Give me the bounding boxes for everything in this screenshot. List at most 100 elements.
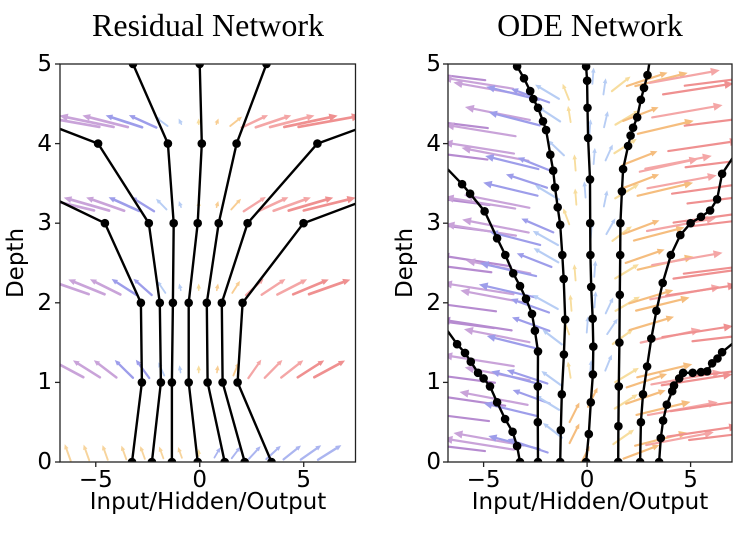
vector-field-arrow [448, 303, 498, 313]
vector-field-arrowhead [659, 71, 668, 78]
vector-field-arrowhead [488, 110, 498, 118]
vector-field-arrowhead [448, 194, 455, 203]
vector-field-arrow [492, 156, 540, 171]
vector-field-arrowhead [516, 252, 525, 259]
vector-field-arrowhead [419, 193, 428, 201]
evaluation-point-dot [217, 298, 227, 308]
vector-field-arrowhead [735, 266, 743, 274]
evaluation-point-dot [615, 250, 625, 260]
vector-field-arrowhead [627, 329, 633, 335]
vector-field-arrow [591, 71, 595, 85]
vector-field-arrow [299, 447, 318, 461]
vector-field-arrowhead [521, 218, 529, 224]
evaluation-point-dot [586, 282, 596, 292]
vector-field-arrow [471, 329, 531, 344]
vector-field-arrowhead [728, 423, 732, 432]
vector-field-arrowhead [214, 200, 220, 207]
vector-field-arrow [683, 118, 732, 127]
evaluation-point-dot [169, 218, 178, 228]
evaluation-point-dot [556, 425, 566, 435]
vector-field-arrowhead [102, 445, 107, 451]
evaluation-point-dot [583, 103, 592, 113]
evaluation-point-dot [515, 457, 525, 462]
vector-field-arrow [602, 82, 606, 96]
vector-field-arrow [268, 116, 309, 129]
vector-field-arrow [178, 450, 183, 459]
trajectory-line [60, 127, 163, 462]
vector-field-arrow [272, 198, 306, 213]
evaluation-point-dot [93, 139, 103, 148]
vector-field-arrow [69, 198, 111, 212]
evaluation-point-dot [589, 342, 598, 351]
vector-field-arrow [280, 362, 300, 379]
vector-field-arrow [254, 116, 287, 129]
vector-field-arrowhead [139, 446, 145, 452]
vector-field-arrow [545, 331, 563, 346]
evaluation-point-dot [586, 398, 596, 407]
vector-field-arrow [624, 250, 659, 265]
vector-field-arrow [282, 116, 331, 129]
evaluation-point-dot [500, 414, 510, 424]
vector-field-arrowhead [464, 104, 475, 113]
evaluation-point-dot [616, 218, 625, 228]
vector-field-arrowhead [602, 78, 608, 84]
trajectory-line [205, 64, 268, 462]
vector-field-arrowhead [418, 409, 427, 417]
vector-field-arrow [621, 152, 653, 167]
vector-field-arrowhead [710, 67, 720, 76]
vector-field-arrow [536, 296, 559, 311]
vector-field-arrow [60, 118, 101, 129]
evaluation-point-dot [203, 378, 212, 387]
vector-field-arrowhead [575, 402, 580, 409]
vector-field-arrow [604, 301, 613, 315]
trajectory-line [187, 64, 203, 462]
vector-field-arrow [563, 87, 570, 101]
vector-field-arrow [682, 266, 732, 275]
vector-field-arrowhead [722, 371, 732, 380]
vector-field-arrowhead [256, 359, 262, 366]
vector-field-arrow [568, 427, 579, 445]
vector-field-arrow [448, 319, 513, 332]
evaluation-point-dot [638, 390, 648, 399]
vector-field-arrow [550, 142, 565, 157]
vector-field-arrow [471, 195, 531, 209]
evaluation-point-dot [559, 274, 568, 284]
y-tick-label: 4 [426, 130, 441, 157]
vector-field-arrowhead [532, 230, 540, 237]
vector-field-arrowhead [255, 446, 261, 452]
vector-field-arrow [242, 198, 263, 213]
vector-field-arrow [60, 363, 85, 379]
vector-field-arrow [636, 183, 686, 197]
y-tick-label: 3 [426, 210, 441, 237]
vector-field-arrow [497, 372, 542, 386]
evaluation-point-dot [662, 400, 672, 410]
vector-field-arrowhead [562, 208, 568, 214]
vector-field-arrowhead [510, 298, 519, 305]
evaluation-point-dot [548, 166, 558, 175]
vector-field-arrow [644, 156, 705, 170]
vector-field-arrowhead [609, 297, 614, 303]
vector-field-arrowhead [483, 401, 493, 409]
right-panel-title: ODE Network [497, 7, 683, 43]
vector-field-arrowhead [235, 446, 241, 453]
vector-field-arrow [448, 74, 487, 82]
vector-field-arrowhead [414, 440, 423, 448]
y-tick-label: 0 [426, 449, 441, 475]
evaluation-point-dot [688, 368, 697, 378]
vector-field-arrowhead [235, 198, 242, 204]
vector-field-arrowhead [592, 260, 598, 266]
vector-field-arrowhead [630, 138, 637, 145]
evaluation-point-dot [127, 457, 137, 462]
y-tick-label: 5 [37, 51, 52, 77]
y-tick-label: 1 [426, 369, 441, 396]
evaluation-point-dot [581, 457, 591, 462]
vector-field-arrow [291, 280, 324, 296]
evaluation-point-dot [652, 306, 661, 316]
evaluation-point-dot [473, 368, 483, 378]
vector-field-arrowhead [587, 119, 593, 125]
vector-field-arrow [88, 116, 130, 129]
evaluation-point-dot [615, 290, 625, 300]
vector-field-arrow [451, 142, 516, 155]
evaluation-point-dot [147, 457, 157, 462]
vector-field-arrow [179, 204, 182, 209]
